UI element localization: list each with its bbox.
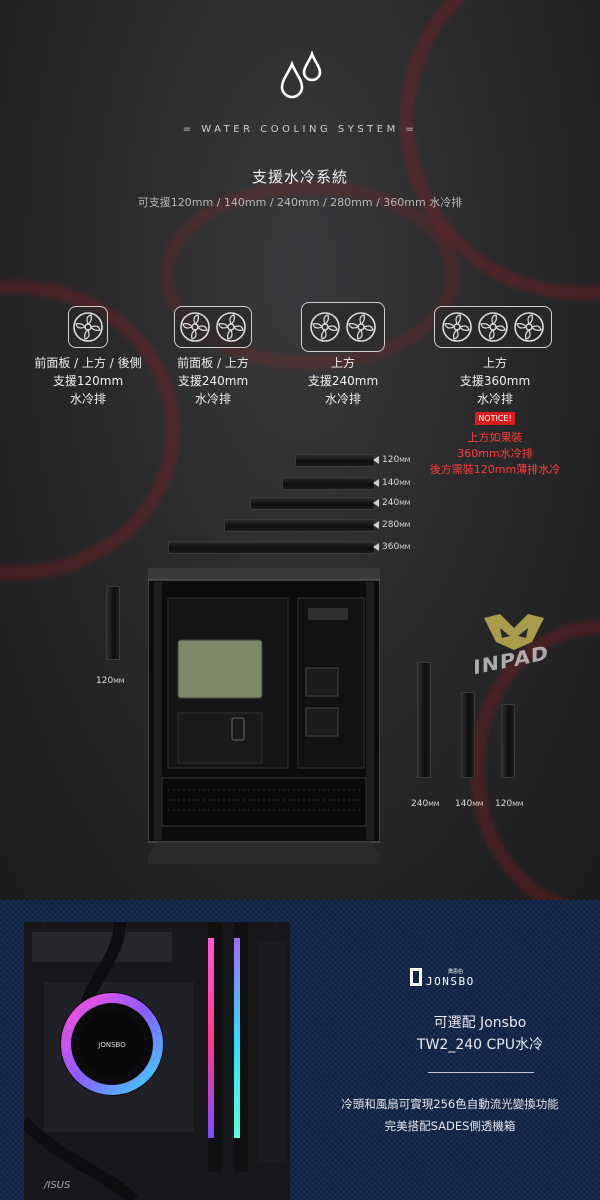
radiator-front-140 xyxy=(461,692,475,778)
notice-line: 後方需裝120mm薄排水冷 xyxy=(429,463,561,476)
fan-box-360-top xyxy=(434,306,552,348)
pointer-icon xyxy=(373,543,379,551)
section-subtitle: 可支援120mm / 140mm / 240mm / 280mm / 360mm… xyxy=(137,196,463,209)
caption-line: 水冷排 xyxy=(324,392,361,406)
board-brand-text: /ISUS xyxy=(43,1180,71,1191)
system-label: = WATER COOLING SYSTEM = xyxy=(182,124,418,135)
water-drops-icon xyxy=(280,50,322,99)
water-cooling-section: = WATER COOLING SYSTEM = 支援水冷系統 可支援120mm… xyxy=(0,0,600,900)
pointer-icon xyxy=(373,499,379,507)
radiator-label-front-120: 120MM xyxy=(495,799,524,809)
caption-line: 支援240mm xyxy=(177,374,249,388)
brand-text: JONSBO xyxy=(426,975,475,988)
radiator-label-rear-120: 120MM xyxy=(96,676,125,686)
support-caption-2: 前面板 / 上方 支援240mm 水冷排 xyxy=(150,354,276,408)
notice-line: 360mm水冷排 xyxy=(457,447,533,460)
fan-icon xyxy=(442,312,472,342)
radiator-label-front-240: 240MM xyxy=(411,799,440,809)
radiator-label-280: 280MM xyxy=(382,520,411,530)
radiator-240 xyxy=(250,497,375,510)
pc-case-image xyxy=(148,568,380,864)
caption-line: 支援120mm xyxy=(52,374,124,388)
radiator-front-120 xyxy=(501,704,515,778)
option-line-2: TW2_240 CPU水冷 xyxy=(417,1037,543,1053)
pointer-icon xyxy=(373,479,379,487)
radiator-front-240 xyxy=(417,662,431,778)
support-caption-3: 上方 支援240mm 水冷排 xyxy=(283,354,403,408)
fan-icon xyxy=(310,312,340,342)
jonsbo-promo-section: JONSBO /ISUS 喬思伯 JONSBO 可選配 Jonsbo TW2_2… xyxy=(0,900,600,1200)
fan-icon xyxy=(478,312,508,342)
pump-logo: JONSBO xyxy=(97,1041,126,1049)
support-caption-1: 前面板 / 上方 / 後側 支援120mm 水冷排 xyxy=(18,354,158,408)
inpad-watermark-logo xyxy=(484,614,544,650)
radiator-label-140: 140MM xyxy=(382,478,411,488)
fan-icon xyxy=(346,312,376,342)
fan-icon xyxy=(73,312,103,342)
fan-icon xyxy=(180,312,210,342)
section-title: 支援水冷系統 xyxy=(251,168,348,186)
pointer-icon xyxy=(373,521,379,529)
radiator-140 xyxy=(282,477,375,490)
option-line-1: 可選配 Jonsbo xyxy=(433,1015,527,1031)
caption-line: 前面板 / 上方 xyxy=(177,356,249,370)
radiator-120 xyxy=(295,454,375,467)
divider xyxy=(428,1072,534,1073)
description-line-1: 冷頭和風扇可實現256色自動流光變換功能 xyxy=(341,1097,559,1111)
radiator-label-120: 120MM xyxy=(382,455,411,465)
fan-box-240-front xyxy=(174,306,252,348)
radiator-label-240: 240MM xyxy=(382,498,411,508)
caption-line: 支援360mm xyxy=(459,374,531,388)
fan-box-120 xyxy=(68,306,108,348)
caption-line: 上方 xyxy=(482,356,507,370)
notice-line: 上方如果裝 xyxy=(467,431,523,444)
radiator-360 xyxy=(168,541,375,554)
radiator-label-360: 360MM xyxy=(382,542,411,552)
support-caption-4: 上方 支援360mm 水冷排 NOTICE! 上方如果裝 360mm水冷排 後方… xyxy=(420,354,570,478)
fan-box-240-top xyxy=(301,302,385,352)
caption-line: 水冷排 xyxy=(194,392,231,406)
caption-line: 上方 xyxy=(330,356,355,370)
pointer-icon xyxy=(373,456,379,464)
caption-line: 水冷排 xyxy=(69,392,106,406)
caption-line: 水冷排 xyxy=(476,392,513,406)
description-line-2: 完美搭配SADES側透機箱 xyxy=(384,1119,516,1133)
brand-small-text: 喬思伯 xyxy=(448,968,463,975)
cpu-cooler-photo: JONSBO /ISUS xyxy=(24,922,290,1200)
radiator-label-front-140: 140MM xyxy=(455,799,484,809)
radiator-rear-120 xyxy=(106,586,120,660)
caption-line: 前面板 / 上方 / 後側 xyxy=(34,356,142,370)
fan-icon xyxy=(514,312,544,342)
jonsbo-logo: 喬思伯 JONSBO xyxy=(410,968,475,988)
caption-line: 支援240mm xyxy=(307,374,379,388)
notice-badge: NOTICE! xyxy=(475,412,515,425)
fan-icon xyxy=(216,312,246,342)
radiator-280 xyxy=(224,519,375,532)
